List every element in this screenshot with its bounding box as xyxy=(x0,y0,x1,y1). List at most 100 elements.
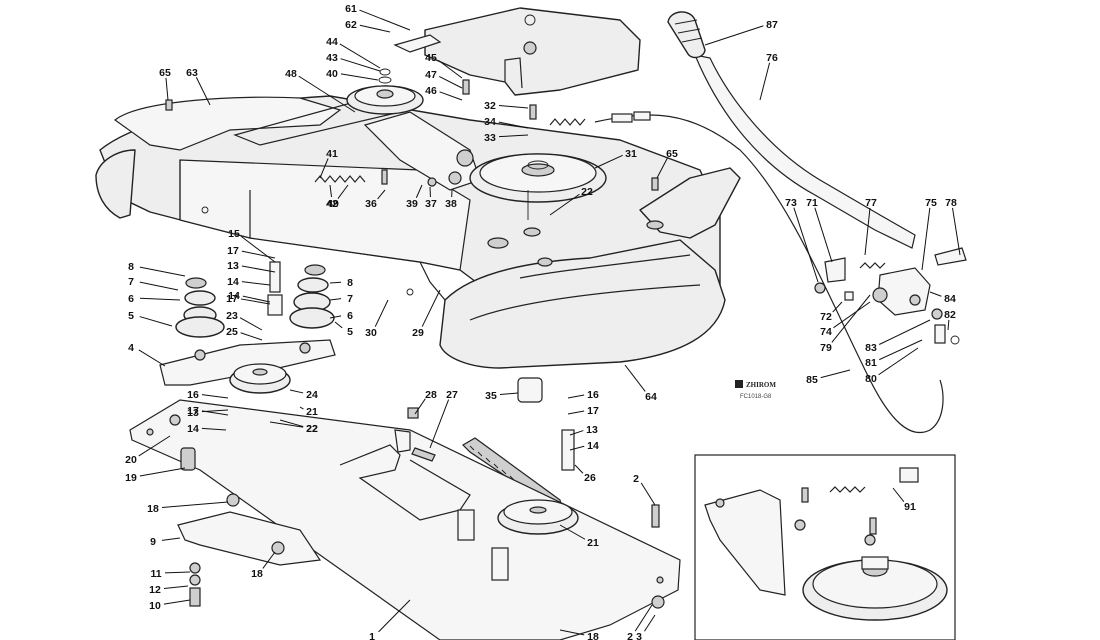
callout-leader xyxy=(201,427,227,431)
callout-number: 18 xyxy=(251,568,263,580)
callout-30: 30 xyxy=(365,299,389,339)
callout-leader xyxy=(240,332,263,341)
callout-number: 71 xyxy=(806,197,818,209)
callout-61: 61 xyxy=(345,3,411,31)
callout-18: 18 xyxy=(559,629,599,640)
control-cable xyxy=(594,114,944,434)
callout-number: 34 xyxy=(484,116,496,128)
callout-number: 15 xyxy=(228,228,240,240)
callout-leader xyxy=(139,266,186,277)
callout-leader xyxy=(329,281,342,284)
callout-number: 13 xyxy=(227,260,239,272)
drawing-code: FC1018-G8 xyxy=(740,394,772,400)
callout-9: 9 xyxy=(150,536,181,548)
callout-number: 91 xyxy=(904,501,916,513)
callout-leader xyxy=(139,297,181,301)
callout-34: 34 xyxy=(484,116,529,129)
callout-leader xyxy=(298,75,356,113)
callout-number: 84 xyxy=(944,293,956,305)
callout-80: 80 xyxy=(865,347,919,385)
callout-number: 26 xyxy=(584,472,596,484)
callout-number: 18 xyxy=(587,631,599,640)
callout-29: 29 xyxy=(412,289,441,339)
callout-leader xyxy=(139,467,186,477)
callout-leader xyxy=(759,62,771,101)
callout-2: 2 xyxy=(633,473,656,506)
deck-drawing xyxy=(95,7,967,640)
callout-number: 39 xyxy=(406,198,418,210)
callout-83: 83 xyxy=(865,319,931,354)
callout-leader xyxy=(831,294,871,343)
callout-leader xyxy=(329,315,342,319)
callout-number: 25 xyxy=(226,326,238,338)
callout-leader xyxy=(499,392,519,396)
callout-leader xyxy=(279,419,304,428)
callout-number: 14 xyxy=(187,423,199,435)
callout-8: 8 xyxy=(128,261,186,277)
callout-number: 73 xyxy=(785,197,797,209)
callout-leader xyxy=(161,537,181,541)
callout-number: 44 xyxy=(326,36,338,48)
callout-leader xyxy=(241,236,276,263)
callout-leader xyxy=(374,299,389,327)
callout-number: 14 xyxy=(227,276,239,288)
callout-number: 30 xyxy=(365,327,377,339)
callout-19: 19 xyxy=(125,467,186,484)
callout-leader xyxy=(414,398,426,415)
callout-48: 48 xyxy=(285,68,356,113)
callout-1: 1 xyxy=(369,599,411,640)
deck-rear-shell xyxy=(439,239,726,369)
callout-leader xyxy=(624,364,646,392)
callout-33: 33 xyxy=(484,132,529,144)
callout-number: 14 xyxy=(587,440,599,452)
callout-78: 78 xyxy=(945,197,961,256)
callout-leader xyxy=(163,585,189,589)
callout-leader xyxy=(195,77,211,106)
callout-number: 32 xyxy=(484,100,496,112)
callout-leader xyxy=(239,317,263,331)
callout-2: 2 xyxy=(627,604,653,640)
callout-leader xyxy=(139,316,173,327)
callout-number: 7 xyxy=(128,276,134,288)
callout-71: 71 xyxy=(806,197,833,263)
callout-number: 77 xyxy=(865,197,877,209)
callout-number: 29 xyxy=(412,327,424,339)
brand-logo-text: ZHIROM xyxy=(746,381,776,389)
callout-number: 42 xyxy=(326,198,338,210)
callout-leader xyxy=(498,134,529,138)
callout-62: 62 xyxy=(345,19,391,33)
callout-43: 43 xyxy=(326,52,381,72)
callout-41: 41 xyxy=(319,148,338,179)
callout-22: 22 xyxy=(549,186,593,216)
callout-leader xyxy=(241,265,276,273)
callout-number: 5 xyxy=(128,310,134,322)
callout-number: 3 xyxy=(636,631,642,640)
callout-65: 65 xyxy=(656,148,678,179)
callout-leader xyxy=(439,91,463,101)
callout-leader xyxy=(814,207,833,263)
callout-leader xyxy=(559,524,586,540)
callout-number: 45 xyxy=(425,52,437,64)
callout-leader xyxy=(241,281,271,286)
tension-spring-33 xyxy=(549,118,586,126)
callout-leader xyxy=(138,435,171,457)
callout-42: 42 xyxy=(326,184,349,210)
callout-leader xyxy=(377,189,386,200)
callout-leader xyxy=(634,604,653,632)
callout-5: 5 xyxy=(334,321,353,338)
callout-number: 16 xyxy=(587,389,599,401)
callout-12: 12 xyxy=(149,584,189,596)
callout-81: 81 xyxy=(865,339,923,369)
callout-leader xyxy=(165,77,169,101)
callout-leader xyxy=(201,410,229,416)
callout-11: 11 xyxy=(150,568,191,580)
callout-leader xyxy=(704,25,764,46)
callout-leader xyxy=(139,281,179,291)
callout-16: 16 xyxy=(567,389,599,401)
callout-4: 4 xyxy=(128,342,166,367)
callout-leader xyxy=(421,289,441,327)
callout-number: 13 xyxy=(586,424,598,436)
callout-40: 40 xyxy=(326,68,379,81)
callout-14: 14 xyxy=(187,423,227,435)
